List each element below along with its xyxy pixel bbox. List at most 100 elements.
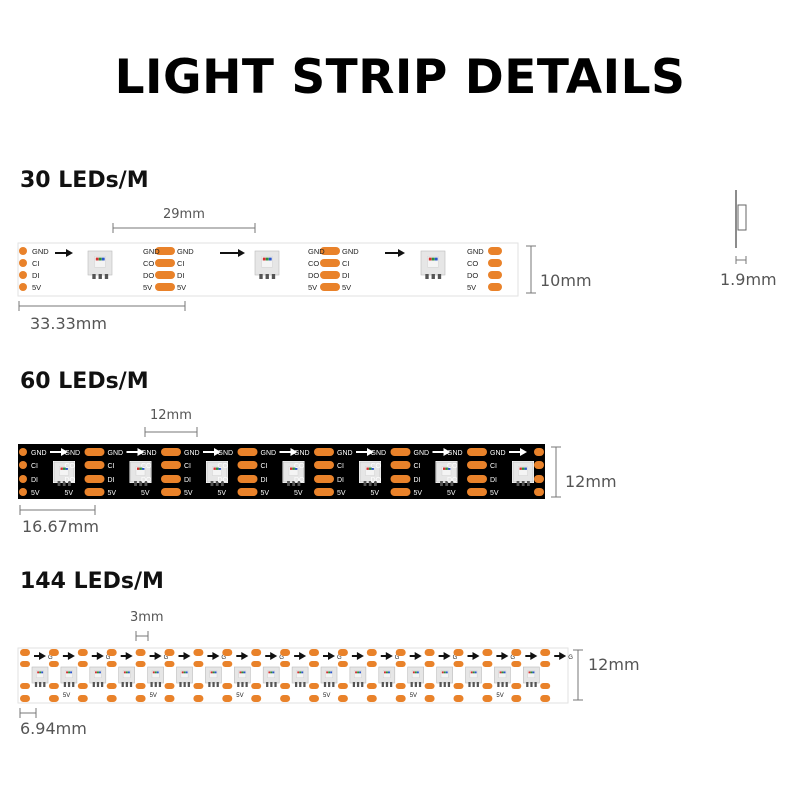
led-lens [411, 670, 420, 678]
led-die-blue [448, 467, 451, 470]
led-leg [121, 682, 124, 687]
pin-label: GND [31, 450, 47, 457]
thickness-30: 1.9mm [720, 270, 777, 289]
solder-pad [467, 488, 487, 496]
pin-label: 5V [141, 490, 150, 497]
solder-pad [337, 683, 348, 689]
pin-label: 5V [63, 693, 70, 699]
led-leg [67, 682, 71, 687]
arrow-head-icon [398, 249, 405, 257]
led-die-green [265, 257, 269, 261]
led-leg [43, 682, 46, 687]
led-leg [328, 682, 331, 687]
led-leg [158, 682, 162, 687]
led-leg [270, 682, 273, 687]
led-leg [154, 682, 157, 687]
led-die-green [241, 671, 244, 674]
pin-label: 5V [308, 283, 317, 292]
led-die-blue [359, 671, 362, 674]
pin-label: CI [337, 463, 344, 470]
solder-pad [48, 661, 59, 667]
solder-pad [390, 475, 411, 483]
solder-pad [482, 683, 493, 689]
led-leg [265, 274, 269, 279]
pin-label: GND [184, 450, 200, 457]
led-leg [92, 682, 95, 687]
pin-label: CI [184, 463, 191, 470]
led-die-red [181, 671, 184, 674]
led-lens [238, 670, 247, 678]
led-die-green [522, 467, 525, 470]
arrow-head-icon [367, 448, 374, 456]
solder-pad [164, 683, 175, 689]
led-die-green [369, 467, 372, 470]
arrow-head-icon [501, 652, 509, 660]
led-lens [135, 466, 146, 476]
led-leg [440, 481, 443, 486]
led-leg [96, 682, 100, 687]
pin-label: 5V [371, 490, 380, 497]
solder-pad [77, 649, 88, 656]
led-leg [526, 682, 529, 687]
solder-pad [77, 661, 88, 667]
led-lens [296, 670, 304, 678]
arrow-head-icon [299, 652, 307, 660]
led-leg [361, 682, 364, 687]
width-30: 10mm [540, 271, 592, 290]
led-die-green [292, 467, 295, 470]
led-leg [245, 682, 248, 687]
solder-pad [48, 683, 59, 689]
solder-pad [395, 683, 406, 689]
led-lens [441, 466, 452, 476]
solder-pad [534, 475, 544, 483]
led-die-green [68, 671, 71, 674]
pin-label: G [221, 655, 226, 661]
solder-pad [424, 661, 435, 667]
solder-pad [280, 695, 291, 702]
solder-pad [280, 683, 291, 689]
segment-length-30: 33.33mm [30, 314, 107, 333]
arrow-head-icon [61, 448, 68, 456]
pin-label: GND [65, 450, 81, 457]
solder-pad [314, 448, 334, 456]
led-die-green [386, 671, 388, 674]
pin-label: CI [177, 259, 185, 268]
pin-label: CI [31, 463, 38, 470]
solder-pad [511, 661, 522, 667]
led-die-red [262, 257, 266, 261]
pin-label: GND [261, 450, 277, 457]
solder-pad [390, 461, 411, 469]
pin-label: DO [141, 477, 152, 484]
led-die-red [137, 467, 140, 470]
led-die-red [384, 671, 386, 674]
pin-label: DO [65, 477, 76, 484]
led-die-red [66, 671, 69, 674]
led-die-red [470, 671, 473, 674]
led-leg [516, 481, 520, 486]
pin-label: 5V [490, 490, 499, 497]
led-die-red [326, 671, 329, 674]
led-leg [125, 682, 128, 687]
led-die-blue [99, 671, 101, 674]
led-die-green [472, 671, 475, 674]
solder-pad [390, 448, 411, 456]
pin-label: 5V [108, 490, 117, 497]
pin-label: CO [308, 259, 319, 268]
led-lens [59, 466, 69, 476]
led-die-red [239, 671, 242, 674]
led-die-green [414, 671, 417, 674]
pin-label: GND [218, 450, 234, 457]
led-leg [332, 682, 335, 687]
led-leg [179, 682, 182, 687]
solder-pad [467, 461, 487, 469]
led-leg [505, 682, 508, 687]
pin-label: 5V [150, 693, 157, 699]
solder-pad [193, 695, 204, 702]
solder-pad [193, 661, 204, 667]
led-lens [469, 670, 478, 678]
led-die-blue [268, 257, 272, 261]
solder-pad [84, 448, 105, 456]
pin-label: DI [32, 271, 40, 280]
led-die-blue [214, 671, 217, 674]
pin-label: GND [143, 247, 160, 256]
